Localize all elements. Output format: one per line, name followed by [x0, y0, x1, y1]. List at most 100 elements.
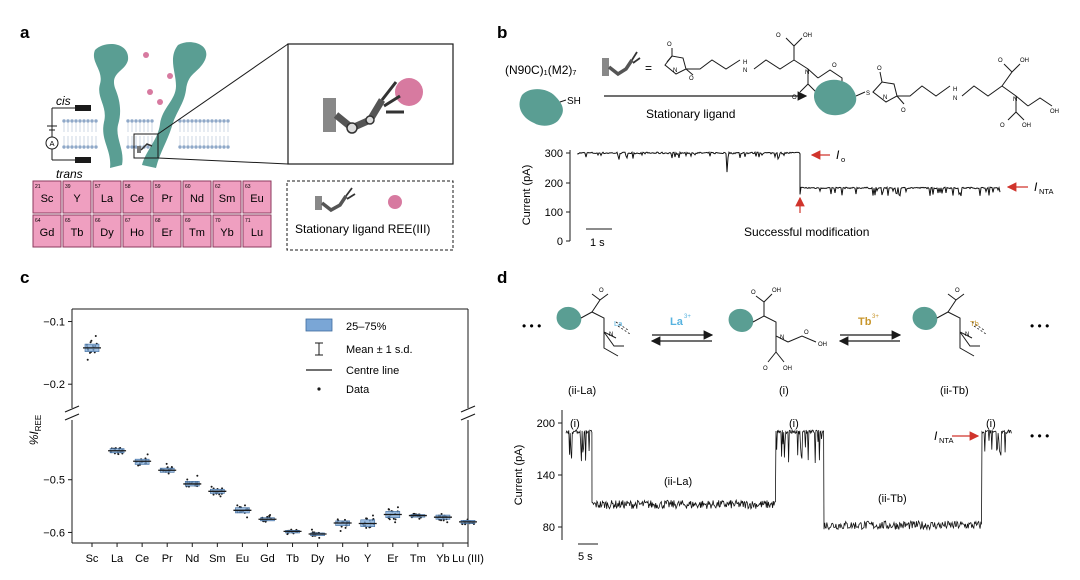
lipid-head — [226, 119, 230, 123]
n-label: N — [965, 332, 969, 338]
o-label: O — [998, 58, 1003, 64]
lipid-head — [130, 119, 134, 123]
lipid-head — [62, 119, 66, 123]
trans-electrode — [75, 157, 91, 163]
trans-label: trans — [56, 167, 83, 181]
data-point — [86, 358, 89, 361]
xtick-label: Tb — [286, 553, 299, 565]
lipid-head — [134, 119, 138, 123]
atomic-number: 39 — [65, 184, 71, 190]
tb-ion-charge: 3+ — [872, 314, 879, 320]
xtick-label: Ce — [135, 553, 149, 565]
data-point — [90, 339, 93, 342]
cis-electrode — [75, 105, 91, 111]
xtick-label: Sm — [209, 553, 226, 565]
state-ii-la-label: (ii-La) — [568, 385, 596, 397]
atomic-number: 63 — [245, 184, 251, 190]
ion — [147, 89, 153, 95]
oh-label: OH — [818, 342, 827, 348]
trace-label: (i) — [986, 418, 996, 430]
lipid-head — [86, 145, 90, 149]
o-label: O — [763, 366, 768, 372]
o-label: O — [792, 95, 797, 101]
lipid-head — [202, 145, 206, 149]
o-label: O — [877, 66, 882, 72]
lipid-head — [126, 119, 130, 123]
i0-sub: o — [841, 155, 845, 164]
lipid-head — [218, 145, 222, 149]
axis-break-mark — [64, 413, 80, 421]
axis-break-mark — [460, 413, 476, 421]
panel-a-legend: Stationary ligand REE(III) — [286, 180, 454, 251]
lipid-head — [194, 145, 198, 149]
n-label: N — [953, 96, 957, 102]
data-point — [440, 519, 443, 522]
equals-sign: = — [645, 61, 652, 75]
data-point — [340, 525, 343, 528]
o-label: O — [599, 288, 604, 294]
lipid-head — [186, 145, 190, 149]
lipid-head — [130, 145, 134, 149]
periodic-table-tiles: 21Sc39Y57La58Ce59Pr60Nd62Sm63Eu64Gd65Tb6… — [32, 180, 272, 248]
scalebar-b-label: 1 s — [590, 237, 605, 249]
lipid-head — [78, 119, 82, 123]
ytick-label: −0.6 — [43, 527, 65, 539]
data-point — [310, 528, 313, 531]
data-point — [264, 520, 267, 523]
lipid-head — [146, 145, 150, 149]
xtick-label: Nd — [185, 553, 199, 565]
n-label: N — [673, 68, 677, 74]
equilibrium-arrow-la — [650, 330, 714, 346]
lipid-head — [70, 119, 74, 123]
lipid-head — [190, 145, 194, 149]
data-point — [236, 504, 239, 507]
lipid-head — [214, 145, 218, 149]
current-trace-d — [565, 429, 1012, 531]
ion — [157, 99, 163, 105]
lipid-head — [182, 119, 186, 123]
data-point — [318, 536, 321, 539]
data-point — [167, 472, 170, 475]
data-point — [392, 517, 395, 520]
lipid-head — [138, 119, 142, 123]
data-point — [339, 529, 342, 532]
data-point — [165, 462, 168, 465]
lipid-head — [186, 119, 190, 123]
chart-c-ylabel: %IREE — [27, 415, 43, 445]
element-symbol: Tb — [71, 227, 84, 239]
data-point — [94, 335, 97, 338]
element-symbol: Er — [162, 227, 173, 239]
axis-break-mark — [64, 405, 80, 413]
atomic-number: 69 — [185, 218, 191, 224]
i0-label: I — [836, 148, 840, 162]
trace-label: (ii-La) — [664, 476, 692, 488]
lipid-head — [66, 119, 70, 123]
xtick-label: Y — [364, 553, 372, 565]
element-symbol: Pr — [162, 193, 173, 205]
ytick: 80 — [543, 522, 555, 534]
lipid-head — [206, 119, 210, 123]
lipid-head — [74, 119, 78, 123]
element-symbol: Y — [73, 193, 81, 205]
n-label: N — [805, 70, 809, 76]
element-symbol: Eu — [250, 193, 263, 205]
data-point — [146, 453, 149, 456]
trace-d-ylabel: Current (pA) — [513, 445, 525, 506]
data-point — [440, 512, 443, 515]
ion — [143, 52, 149, 58]
lipid-head — [82, 145, 86, 149]
ytick: 300 — [545, 148, 563, 160]
n-label: N — [609, 332, 613, 338]
xtick-label: Gd — [260, 553, 275, 565]
lipid-bilayer — [62, 119, 230, 149]
atomic-number: 68 — [155, 218, 161, 224]
lipid-head — [146, 119, 150, 123]
